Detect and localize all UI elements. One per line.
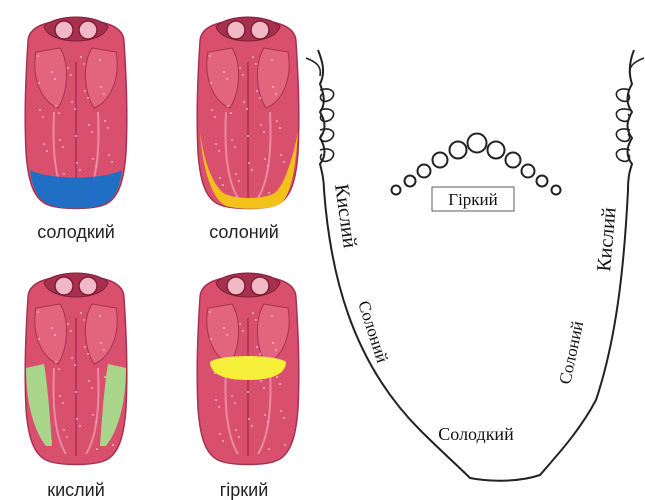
sour-label-left: Кислий — [330, 183, 361, 250]
papilla-circle — [450, 142, 467, 159]
left-curls — [306, 58, 334, 161]
tongue-sour — [25, 273, 127, 465]
taste-map-diagram: Гіркий Кислий Кислий Солоний Солоний Сол… — [306, 50, 644, 481]
papilla-circle — [552, 186, 561, 195]
papilla-circle — [392, 186, 401, 195]
papilla-circle — [537, 176, 548, 187]
papilla-circle — [506, 153, 521, 168]
caption-salty: солоний — [209, 222, 279, 242]
caption-bitter: гіркий — [220, 480, 269, 500]
papilla-circle — [488, 142, 505, 159]
tongue-salty — [197, 17, 299, 209]
papilla-circle — [405, 176, 416, 187]
bitter-label: Гіркий — [448, 190, 498, 209]
papilla-circle — [468, 134, 487, 153]
vallate-papillae — [392, 134, 561, 195]
caption-sweet: солодкий — [37, 222, 115, 242]
caption-sour: кислий — [47, 480, 105, 500]
papilla-circle — [522, 165, 535, 178]
papilla-circle — [433, 153, 448, 168]
sweet-label: Солодкий — [438, 424, 514, 444]
map-outline — [318, 50, 634, 481]
salty-label-left: Солоний — [354, 298, 392, 365]
tongue-sweet — [25, 17, 127, 209]
tongue-bitter — [197, 273, 299, 465]
papilla-circle — [418, 165, 431, 178]
salty-label-right: Солоний — [555, 319, 587, 385]
sour-label-right: Кислий — [593, 206, 621, 272]
